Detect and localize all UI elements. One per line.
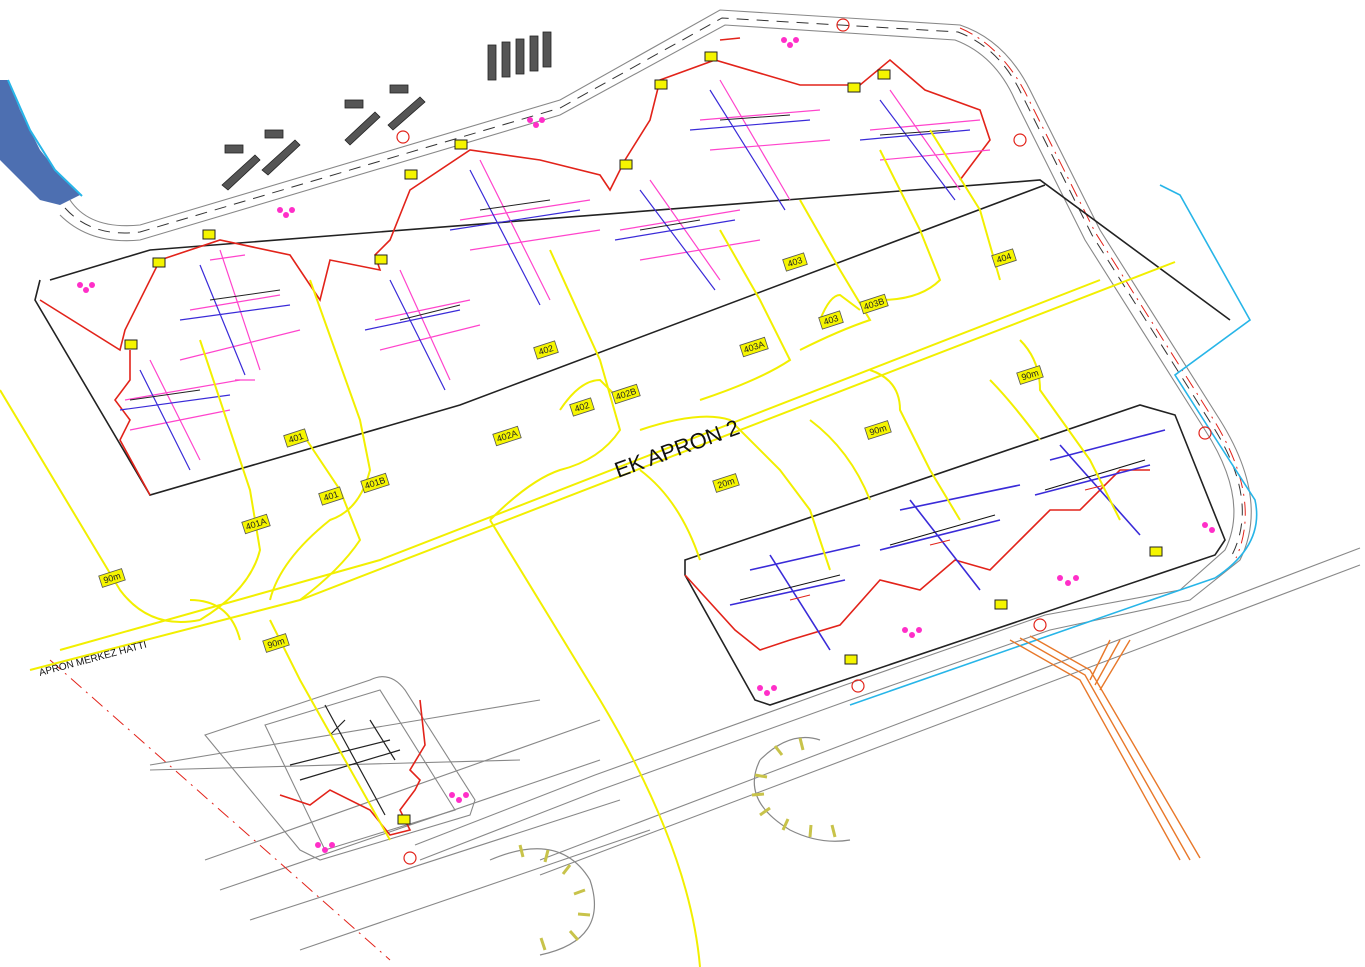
- terrain-area: [0, 80, 80, 205]
- centerline-label: APRON MERKEZ HATTI: [38, 640, 148, 679]
- svg-text:401: 401: [322, 489, 339, 503]
- apron-edge-main: [34, 184, 1046, 496]
- service-roads: [49, 547, 1361, 961]
- stand-label-403b: 403B: [859, 293, 889, 315]
- stand-label-402b: 402B: [611, 383, 641, 405]
- svg-text:402: 402: [573, 400, 590, 414]
- stand-label-401a: 401A: [241, 513, 271, 535]
- svg-text:402: 402: [537, 343, 554, 357]
- small-stand-inner: [264, 689, 456, 851]
- perimeter-road: [59, 9, 1252, 861]
- stand-label-404: 404: [991, 248, 1017, 268]
- orange-line-bundle: [1009, 635, 1201, 861]
- apron-edge-north: [49, 179, 1231, 321]
- stand-label-90m-b: 90m: [864, 420, 892, 440]
- svg-text:20m: 20m: [716, 476, 736, 491]
- svg-text:90m: 90m: [102, 571, 122, 586]
- stand-label-90m-a: 90m: [1016, 365, 1044, 385]
- stand-label-402a: 402A: [492, 425, 522, 447]
- service-road-edge-lower: [849, 577, 1216, 706]
- stand-label-403-lower: 403: [818, 310, 844, 330]
- svg-text:401: 401: [287, 431, 304, 445]
- apron-title: EK APRON 2: [611, 414, 743, 482]
- svg-text:90m: 90m: [868, 423, 888, 438]
- stand-label-20m: 20m: [712, 473, 740, 493]
- svg-text:403: 403: [822, 313, 839, 327]
- aircraft-group: [119, 79, 1166, 816]
- stand-label-403a: 403A: [739, 336, 769, 358]
- stand-label-401b: 401B: [360, 472, 390, 494]
- stand-label-401-lower: 401: [318, 486, 344, 506]
- equipment-stalls: [221, 31, 552, 191]
- taxi-lines: [0, 129, 1176, 967]
- holding-arcs: [489, 736, 851, 956]
- svg-text:404: 404: [995, 251, 1012, 265]
- stand-label-403: 403: [782, 252, 808, 272]
- svg-text:403: 403: [786, 255, 803, 269]
- person-icons: [77, 37, 1215, 853]
- small-stand-box: [204, 676, 476, 861]
- circle-markers: [396, 18, 1212, 865]
- stand-label-402: 402: [533, 340, 559, 360]
- service-road-edge: [1159, 184, 1258, 579]
- stand-markers: [124, 51, 1163, 825]
- lower-apron-box: [684, 404, 1226, 706]
- stand-label-90m-d: 90m: [98, 568, 126, 588]
- svg-text:90m: 90m: [1020, 368, 1040, 383]
- svg-text:90m: 90m: [266, 636, 286, 651]
- terrain-edge: [7, 79, 83, 197]
- stand-label-401: 401: [283, 428, 309, 448]
- stand-boundaries: [39, 37, 1150, 836]
- stand-label-402-lower: 402: [569, 397, 595, 417]
- stand-label-90m-c: 90m: [262, 633, 290, 653]
